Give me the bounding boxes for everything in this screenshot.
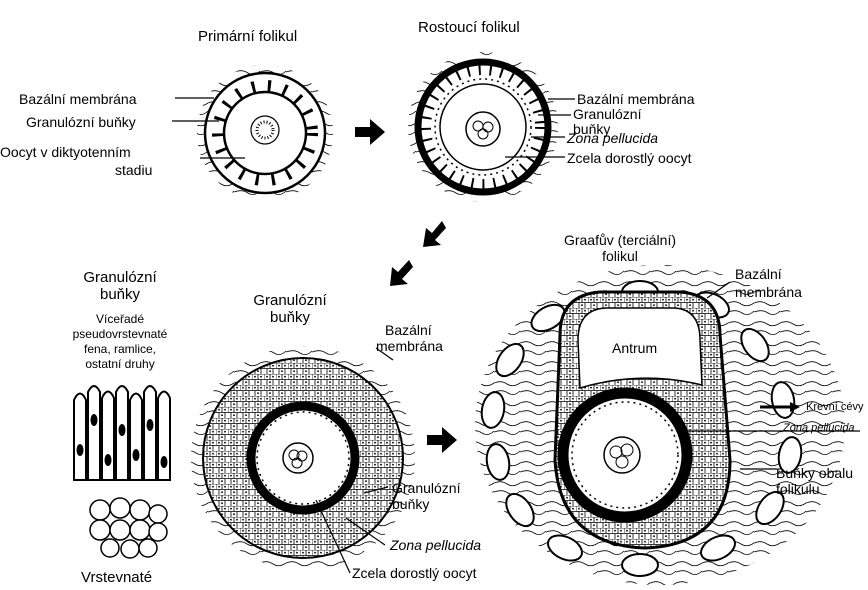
cell-nucleus [147, 419, 154, 431]
cells-multi-line4: ostatní druhy [60, 357, 180, 371]
graafian-title-line1: Graafův (terciální) [545, 232, 695, 248]
round-cell [130, 520, 150, 540]
cell-nucleus [161, 456, 168, 468]
arrow-primary-to-growing [355, 119, 385, 145]
round-cell [139, 539, 157, 557]
cells-title-line1: Granulózní [70, 270, 170, 286]
growing-oocyte-label: Zcela dorostlý oocyt [567, 150, 692, 166]
round-cell [90, 520, 110, 540]
pseudostratified-cells [74, 386, 170, 480]
primary-nucleus [251, 116, 279, 144]
stratified-cells [90, 498, 167, 558]
cells-multi-line2: pseudovrstevnaté [60, 327, 180, 341]
antrum-label: Antrum [612, 340, 657, 356]
growing-follicle-title: Rostoucí folikul [418, 20, 520, 36]
round-cell [130, 500, 150, 520]
round-cell [90, 500, 110, 520]
cell-nucleus [119, 424, 126, 436]
growing-granulosa-label-line1: Granulózní [573, 106, 641, 122]
graafian-title-line2: folikul [545, 248, 695, 264]
theca-cells-label-line1: Buňky obalu [776, 465, 853, 481]
cells-stratified-label: Vrstevnaté [81, 570, 152, 586]
cell-nucleus [77, 444, 84, 456]
secondary-granulosa-label-line1: Granulózní [392, 480, 460, 496]
theca-cell [622, 554, 658, 576]
secondary-zona-label: Zona pellucida [390, 537, 481, 553]
primary-oocyte-label-line1: Oocyt v diktyotenním [0, 144, 131, 160]
round-cell [149, 505, 167, 523]
secondary-granulosa-label-line2: buňky [392, 496, 429, 512]
secondary-title-line1: Granulózní [235, 293, 345, 309]
arrow-growing-down-1 [423, 221, 446, 247]
round-cell [110, 520, 130, 540]
arrow-growing-down-2 [390, 260, 413, 286]
blood-vessels-label: Krevní cévy [806, 401, 863, 414]
columnar-cell [102, 392, 114, 481]
growing-follicle [408, 52, 558, 202]
columnar-cell [144, 386, 156, 480]
columnar-cell [88, 386, 100, 480]
secondary-basal-label-line1: Bazální [385, 322, 432, 338]
arrow-secondary-to-graafian [427, 427, 457, 453]
graafian-basal-label-line1: Bazální [735, 266, 782, 282]
secondary-oocyte-label: Zcela dorostlý oocyt [352, 565, 477, 581]
primary-follicle [197, 65, 333, 201]
cells-multi-line3: fena, ramlice, [60, 342, 180, 356]
theca-cells-label-line2: folikulu [776, 481, 820, 497]
columnar-cell [74, 394, 86, 481]
graafian-basal-label-line2: membrána [735, 284, 802, 300]
primary-basal-membrane-label: Bazální membrána [19, 91, 137, 107]
round-cell [149, 523, 167, 541]
secondary-title-line2: buňky [235, 310, 345, 326]
graafian-zona-label: Zona pellucida [783, 422, 855, 435]
round-cell [101, 539, 119, 557]
secondary-basal-label-line2: membrána [376, 338, 443, 354]
round-cell [110, 498, 130, 518]
cell-nucleus [91, 414, 98, 426]
primary-follicle-title: Primární folikul [198, 29, 297, 45]
secondary-follicle [191, 346, 415, 570]
cell-nucleus [105, 454, 112, 466]
growing-zona-label: Zona pellucida [567, 130, 658, 146]
round-cell [121, 540, 139, 558]
primary-oocyte-label-line2: stadiu [115, 162, 152, 178]
cells-title-line2: buňky [70, 287, 170, 303]
cells-multi-line1: Víceřadé [60, 312, 180, 326]
cell-nucleus [133, 449, 140, 461]
columnar-cell [130, 394, 142, 481]
primary-granulosa-label: Granulózní buňky [26, 114, 136, 130]
growing-basal-membrane-label: Bazální membrána [577, 91, 695, 107]
